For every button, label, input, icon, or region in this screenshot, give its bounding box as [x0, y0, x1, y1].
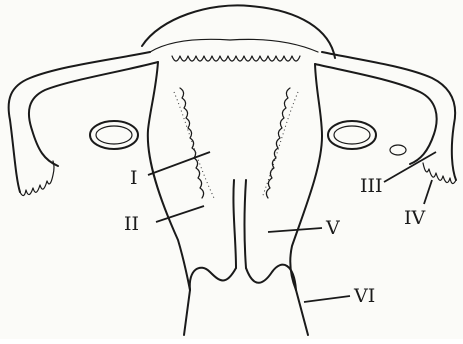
left-fallopian-tube-inner	[29, 62, 158, 166]
right-fimbriae	[423, 163, 456, 184]
leader-IV	[424, 180, 432, 204]
left-ovary	[90, 121, 138, 149]
left-fimbriae	[20, 161, 54, 196]
endometrium-left	[180, 88, 204, 198]
left-ovary-inner	[96, 126, 132, 144]
endometrium-right	[266, 88, 290, 198]
label-II: II	[124, 213, 139, 235]
label-VI: VI	[353, 285, 375, 307]
endometrium-fold-top	[172, 56, 300, 61]
leader-I	[148, 152, 210, 175]
right-ovary-inner	[334, 126, 370, 144]
leader-V	[268, 228, 322, 232]
vagina-left-wall	[184, 290, 190, 335]
uterus-fundus	[142, 5, 335, 58]
right-ovary	[328, 121, 376, 149]
right-fornix	[246, 265, 296, 290]
vagina-right-wall	[296, 290, 308, 335]
leader-II	[156, 206, 204, 222]
cervical-canal-right	[245, 180, 247, 268]
right-fallopian-tube-inner	[315, 64, 437, 164]
cervical-canal-left	[233, 180, 236, 268]
endometrium-top	[150, 39, 318, 52]
label-IV: IV	[404, 207, 426, 229]
uterus-left-wall	[148, 62, 190, 290]
leader-VI	[304, 296, 350, 302]
uterus-right-wall	[290, 64, 322, 290]
myometrium-dots-right	[262, 92, 298, 198]
left-fornix	[190, 268, 236, 290]
leader-III	[384, 152, 436, 182]
label-V: V	[325, 217, 340, 239]
right-follicle	[390, 145, 406, 155]
label-III: III	[360, 175, 383, 197]
label-I: I	[130, 167, 138, 189]
